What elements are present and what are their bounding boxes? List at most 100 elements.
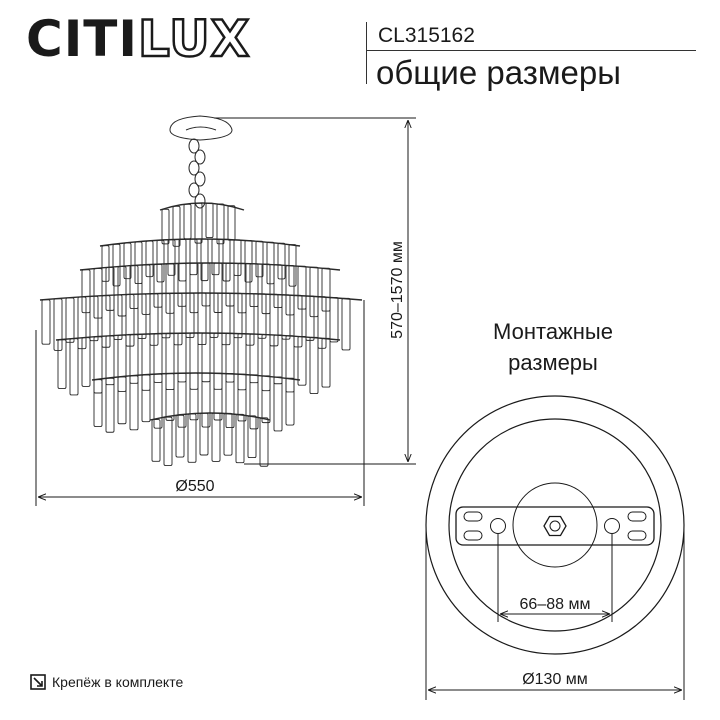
mounting-title: Монтажные размеры — [450, 316, 656, 378]
crystal-prism — [101, 245, 110, 282]
crystal-prism — [129, 375, 139, 431]
crystal-prism — [255, 240, 264, 278]
mounting-slot-left-bottom — [463, 530, 483, 541]
chain-link — [194, 193, 206, 209]
crystal-prism — [249, 374, 259, 430]
chain-link — [188, 160, 200, 176]
crystal-prism — [112, 243, 121, 287]
crystal-prism — [201, 332, 211, 383]
tier-ring — [159, 202, 245, 211]
crystal-prism — [141, 374, 151, 423]
crystal-prism — [105, 377, 115, 433]
ceiling-canopy — [169, 115, 233, 141]
crystal-prism — [167, 239, 176, 276]
center-nut-icon — [543, 515, 567, 537]
crystal-prism — [237, 373, 247, 422]
crystal-prism — [129, 334, 139, 384]
footer-note: Крепёж в комплекте — [30, 674, 183, 690]
crystal-prism — [266, 241, 275, 285]
center-nut-hole — [549, 520, 561, 532]
crystal-prism — [105, 335, 115, 386]
tier-ring — [79, 262, 341, 271]
hole-spacing-label: 66–88 мм — [520, 596, 591, 613]
height-label: 570–1570 мм — [389, 241, 406, 339]
mounting-title-line2: размеры — [508, 350, 598, 375]
crystal-tiers — [39, 202, 363, 467]
crystal-prism — [177, 372, 187, 428]
suspension-chain — [188, 138, 206, 209]
crystal-prism — [233, 239, 242, 276]
crystal-prism — [57, 339, 67, 390]
crystal-prism — [194, 202, 203, 244]
crystal-prism — [261, 375, 271, 424]
crystal-prism — [153, 373, 163, 429]
mounting-plate-outer — [425, 395, 685, 655]
mounting-plate-drawing — [425, 395, 685, 700]
crystal-prism — [211, 412, 221, 462]
brand-logo-part2: LUX — [137, 10, 251, 68]
crystal-prism — [153, 333, 163, 383]
crystal-prism — [341, 297, 351, 351]
chain-link — [188, 138, 200, 154]
crystal-prism — [134, 241, 143, 285]
chandelier-drawing — [39, 115, 363, 467]
crystal-prism — [225, 373, 235, 429]
model-number: CL315162 — [378, 24, 475, 47]
mount-kit-icon — [30, 674, 46, 690]
crystal-prism — [235, 413, 245, 464]
crystal-prism — [201, 372, 211, 428]
footer-note-text: Крепёж в комплекте — [52, 674, 184, 690]
crystal-prism — [165, 373, 175, 421]
plate-diameter-label: Ø130 мм — [522, 671, 588, 688]
crystal-prism — [93, 379, 103, 427]
diameter-label: Ø550 — [175, 478, 214, 495]
tier-ring — [149, 412, 271, 421]
crystal-prism — [199, 412, 209, 456]
crystal-prism — [285, 335, 295, 393]
crystal-prism — [273, 376, 283, 432]
crystal-prism — [213, 332, 223, 390]
crystal-prism — [247, 415, 257, 459]
crystal-prism — [41, 299, 51, 345]
diameter-dimension — [35, 300, 365, 506]
crystal-prism — [216, 203, 225, 245]
crystal-prism — [117, 376, 127, 425]
crystal-prism — [277, 242, 286, 280]
page-title: общие размеры — [376, 54, 621, 91]
crystal-prism — [227, 205, 236, 241]
chain-link — [194, 149, 206, 165]
crystal-prism — [249, 333, 259, 384]
mounting-hole-right — [604, 518, 620, 534]
crystal-prism — [205, 202, 214, 239]
crystal-prism — [189, 372, 199, 421]
crystal-prism — [213, 372, 223, 421]
crystal-prism — [261, 333, 271, 392]
crystal-prism — [141, 333, 151, 391]
crystal-prism — [321, 337, 331, 388]
crystal-prism — [329, 297, 339, 343]
crystal-prism — [178, 238, 187, 282]
crystal-prism — [151, 419, 161, 462]
crystal-prism — [145, 240, 154, 278]
crystal-prism — [187, 413, 197, 463]
crystal-prism — [165, 332, 175, 391]
header-divider-vertical — [366, 22, 367, 84]
crystal-prism — [177, 332, 187, 383]
mounting-slot-right-bottom — [627, 530, 647, 541]
brand-logo: CITILUX — [26, 13, 251, 66]
crystal-prism — [200, 238, 209, 282]
crystal-prism — [65, 297, 75, 343]
crystal-prism — [156, 239, 165, 283]
crystal-prism — [297, 336, 307, 386]
chain-link — [188, 182, 200, 198]
crystal-prism — [189, 332, 199, 390]
height-dimension — [214, 117, 416, 465]
mounting-plate-inner — [448, 418, 662, 632]
mounting-slot-left-top — [463, 511, 483, 522]
crystal-prism — [123, 242, 132, 280]
crystal-prism — [161, 208, 170, 245]
crystal-prism — [211, 238, 220, 276]
mounting-title-line1: Монтажные — [493, 319, 613, 344]
crystal-prism — [175, 414, 185, 458]
mounting-plate-center — [512, 482, 598, 568]
